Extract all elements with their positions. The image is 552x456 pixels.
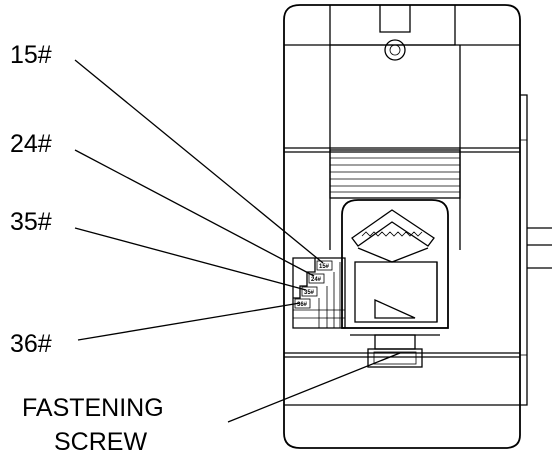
connector-housing xyxy=(283,4,521,449)
wire-size-slots: 15# 24# 35# 36# xyxy=(292,257,346,329)
slot-label-35: 35# xyxy=(304,290,315,296)
label-36: 36# xyxy=(10,330,52,358)
label-screw: SCREW xyxy=(54,428,147,456)
label-15: 15# xyxy=(10,41,52,69)
label-35: 35# xyxy=(10,208,52,236)
leader-lines xyxy=(74,59,401,423)
top-lid xyxy=(329,5,461,250)
fastening-screw xyxy=(367,334,423,368)
side-mount xyxy=(520,94,552,406)
slot-label-15: 15# xyxy=(319,264,330,270)
wire-entry-window xyxy=(341,199,449,336)
ribbed-slider xyxy=(329,149,461,199)
slot-label-36: 36# xyxy=(297,302,308,308)
label-fastening: FASTENING xyxy=(22,394,164,422)
label-24: 24# xyxy=(10,130,52,158)
slot-label-24: 24# xyxy=(311,277,322,283)
